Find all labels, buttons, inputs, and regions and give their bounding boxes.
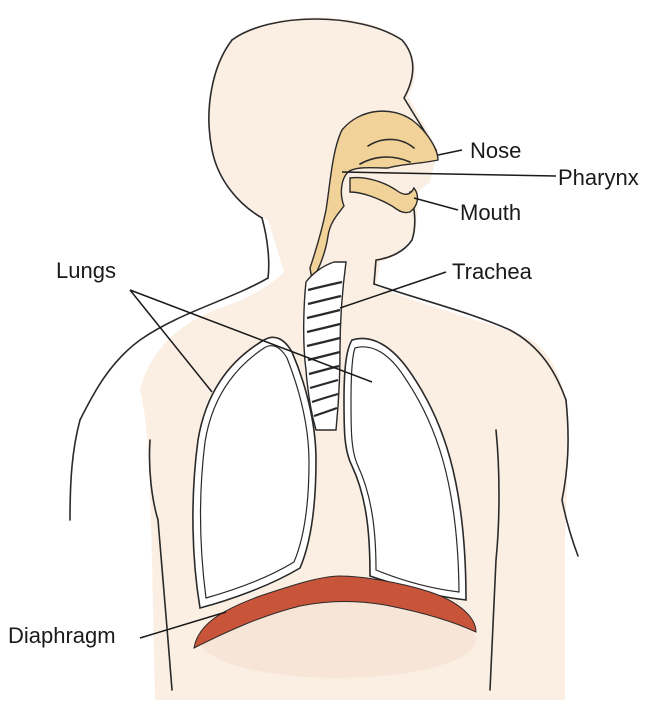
right-shoulder-outline <box>373 283 567 401</box>
right-arm-inner <box>489 429 500 691</box>
back-of-head-outline <box>208 39 263 219</box>
oral-cavity <box>349 176 419 214</box>
abdomen-ellipse <box>200 602 476 678</box>
pharynx-label: Pharynx <box>558 165 639 190</box>
leader-lines <box>129 149 557 639</box>
head-outline <box>231 18 437 151</box>
pharynx-leader <box>341 171 557 177</box>
trachea-rings <box>306 280 343 418</box>
lungs-label: Lungs <box>56 258 116 283</box>
lungs-leader-1 <box>129 289 213 393</box>
left-arm-inner <box>148 439 159 521</box>
nasal-turbinate-2 <box>359 156 411 165</box>
trachea-label: Trachea <box>452 259 533 284</box>
trachea-leader <box>339 271 447 309</box>
left-torso-outline <box>69 419 81 521</box>
diaphragm-label: Diaphragm <box>8 623 116 648</box>
left-lung <box>192 336 317 609</box>
nasal-cavity <box>309 110 439 282</box>
lungs-leader-2 <box>129 289 373 383</box>
nose-label: Nose <box>470 138 521 163</box>
nose-leader <box>437 149 463 156</box>
neck-back-outline <box>261 217 270 279</box>
right-lung-inner <box>350 346 460 593</box>
mouth-label: Mouth <box>460 200 521 225</box>
left-shoulder-outline <box>79 277 269 421</box>
left-body-lower <box>157 519 173 691</box>
diaphragm-leader <box>139 611 227 639</box>
left-lung-inner <box>199 345 310 599</box>
mouth-leader <box>413 197 459 211</box>
nasal-turbinate-1 <box>367 138 415 149</box>
right-arm-outline <box>561 399 579 557</box>
trachea <box>302 261 347 431</box>
diaphragm-shape <box>193 575 477 649</box>
upper-airway <box>309 110 439 282</box>
